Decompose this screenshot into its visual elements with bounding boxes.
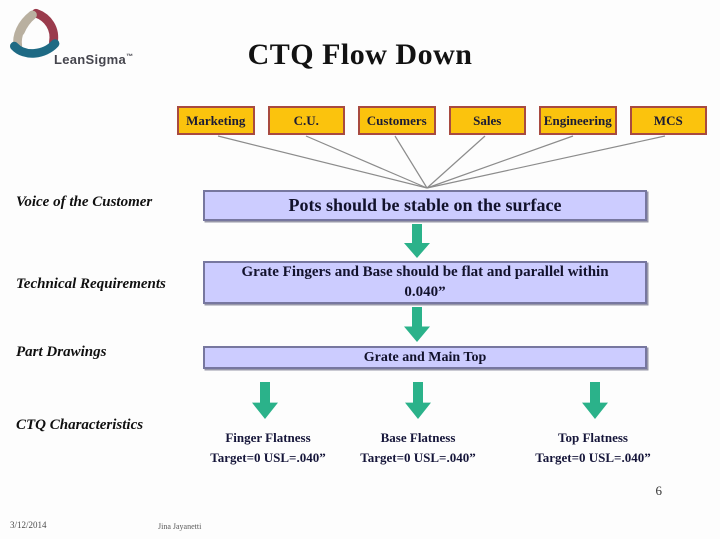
part-drawings-box: Grate and Main Top [203, 346, 647, 369]
converging-lines [217, 135, 666, 189]
voice-of-customer-text: Pots should be stable on the surface [288, 195, 562, 215]
part-drawings-text: Grate and Main Top [363, 349, 487, 365]
source-box-sales: Sales [448, 106, 526, 135]
footer-date: 3/12/2014 [10, 520, 47, 530]
source-boxes-row: Marketing C.U. Customers Sales Engineeri… [177, 106, 707, 135]
ctq-item-name: Top Flatness [558, 430, 628, 445]
row-label-voice-of-customer: Voice of the Customer [16, 194, 153, 210]
source-box-cu: C.U. [267, 106, 345, 135]
leansigma-logo: LeanSigma™ [8, 6, 148, 72]
ctq-item-target: Target=0 USL=.040” [210, 450, 326, 466]
row-label-technical-requirements: Technical Requirements [16, 276, 166, 292]
technical-requirements-text-line1: Grate Fingers and Base should be flat an… [241, 264, 609, 280]
leansigma-logo-icon [10, 8, 60, 58]
ctq-item-name: Base Flatness [380, 430, 456, 445]
down-arrow-icon [252, 382, 278, 419]
source-box-customers: Customers [358, 106, 436, 135]
trademark-symbol: ™ [126, 53, 134, 61]
ctq-item-target: Target=0 USL=.040” [360, 450, 476, 466]
ctq-item-name: Finger Flatness [225, 430, 311, 445]
ctq-item-base-flatness: Base Flatness Target=0 USL=.040” [330, 428, 506, 468]
slide-title: CTQ Flow Down [247, 38, 473, 71]
row-label-ctq-characteristics: CTQ Characteristics [16, 417, 144, 433]
page-number: 6 [655, 483, 663, 498]
ctq-item-target: Target=0 USL=.040” [535, 450, 651, 466]
voice-of-customer-box: Pots should be stable on the surface [203, 190, 647, 221]
row-label-part-drawings: Part Drawings [16, 344, 107, 360]
down-arrow-icon [405, 382, 431, 419]
down-arrow-icon [582, 382, 608, 419]
down-arrow-icon [404, 307, 430, 342]
source-box-engineering: Engineering [539, 106, 617, 135]
logo-brand-text: LeanSigma™ [54, 52, 134, 67]
ctq-item-top-flatness: Top Flatness Target=0 USL=.040” [505, 428, 681, 468]
down-arrow-icon [404, 224, 430, 258]
technical-requirements-text-line2: 0.040” [404, 283, 446, 300]
source-box-marketing: Marketing [177, 106, 255, 135]
ctq-item-finger-flatness: Finger Flatness Target=0 USL=.040” [180, 428, 356, 468]
source-box-mcs: MCS [629, 106, 707, 135]
footer-author: Jina Jayanetti [158, 522, 202, 531]
technical-requirements-box: Grate Fingers and Base should be flat an… [203, 261, 647, 304]
